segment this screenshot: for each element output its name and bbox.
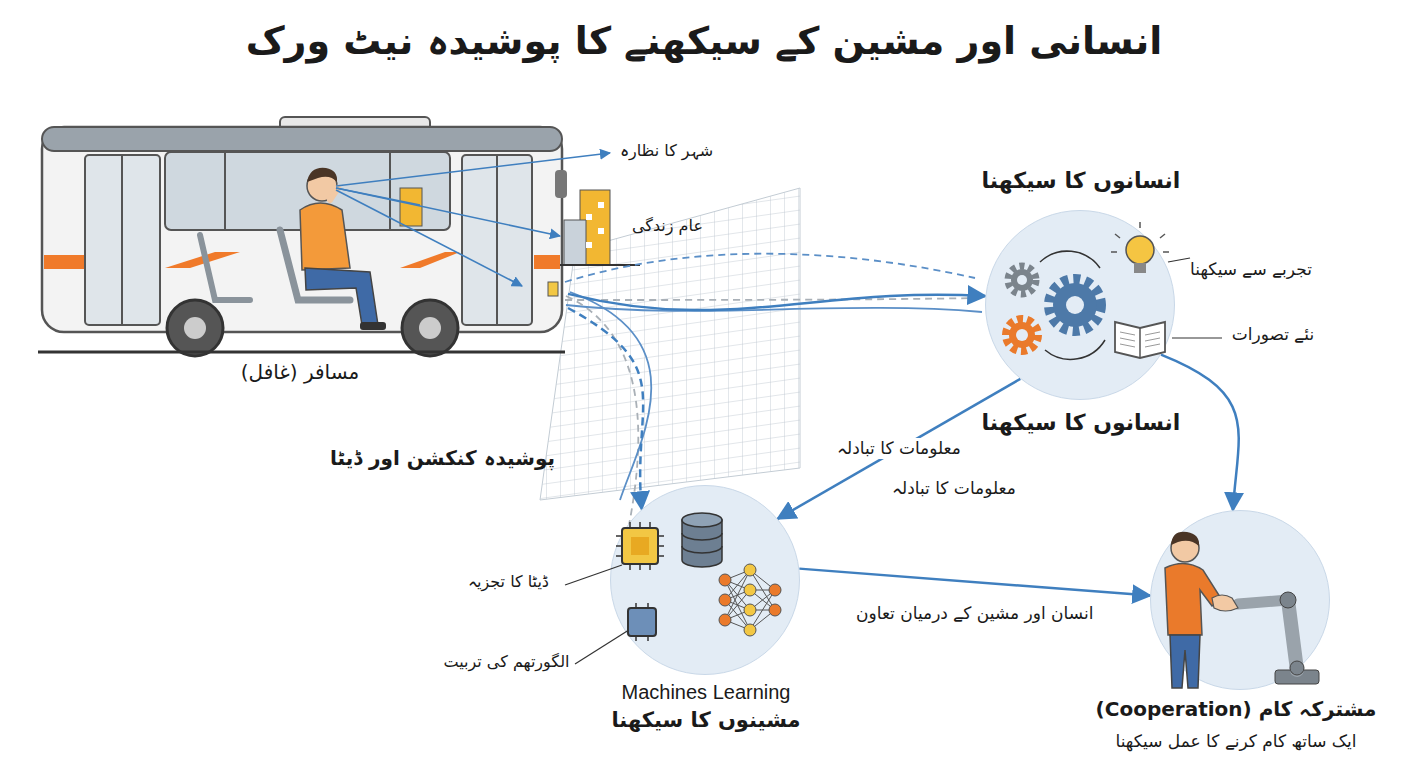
edge-label: انسان اور مشین کے درمیان تعاون	[856, 603, 1093, 624]
cooperation-figure	[1165, 532, 1319, 688]
passenger-caption: مسافر (غافل)	[200, 360, 400, 385]
sight-lines	[336, 153, 610, 286]
node-subtext: ایک ساتھ کام کرنے کا عمل سیکھنا	[1066, 731, 1406, 752]
node-heading: انسانوں کا سیکھنا	[971, 409, 1191, 437]
data-grid	[540, 188, 800, 500]
callout-label: ڈیٹا کا تجزیہ	[451, 572, 566, 592]
gear-icons	[1006, 251, 1105, 359]
node-heading: Machines Learning	[591, 680, 821, 705]
database-icon	[682, 513, 722, 567]
connector-arrow	[799, 569, 1150, 596]
annotation: شہر کا نظارہ	[620, 141, 713, 161]
neural-net-icon	[719, 564, 781, 636]
leader-lines	[565, 258, 1222, 664]
bus-node: مسافر (غافل)	[40, 120, 570, 355]
callout-label: الگورتھم کی تربیت	[439, 652, 574, 672]
annotation: پوشیدہ کنکشن اور ڈیٹا	[330, 446, 555, 471]
node-heading: انسانوں کا سیکھنا	[971, 167, 1191, 195]
book-icon	[1115, 322, 1165, 358]
node-heading: مشترکہ کام (Cooperation)	[1066, 697, 1406, 722]
chip-icon	[616, 522, 664, 641]
annotation: عام زندگی	[632, 216, 703, 236]
diagram-title: انسانی اور مشین کے سیکھنے کا پوشیدہ نیٹ …	[0, 18, 1408, 66]
bus-illustration	[38, 117, 567, 356]
node-heading: مشینوں کا سیکھنا	[591, 707, 821, 733]
callout-label: نئے تصورات	[1218, 324, 1328, 345]
lightbulb-icon	[1111, 222, 1169, 273]
edge-label: معلومات کا تبادلہ	[833, 438, 965, 459]
connector-arrow	[568, 308, 643, 509]
callout-label: تجربے سے سیکھنا	[1186, 259, 1316, 280]
connector-arrow	[778, 379, 1021, 519]
edge-annotation: معلومات کا تبادلہ	[892, 478, 1016, 499]
connector-arrow	[568, 294, 985, 310]
city-buildings	[400, 188, 640, 265]
